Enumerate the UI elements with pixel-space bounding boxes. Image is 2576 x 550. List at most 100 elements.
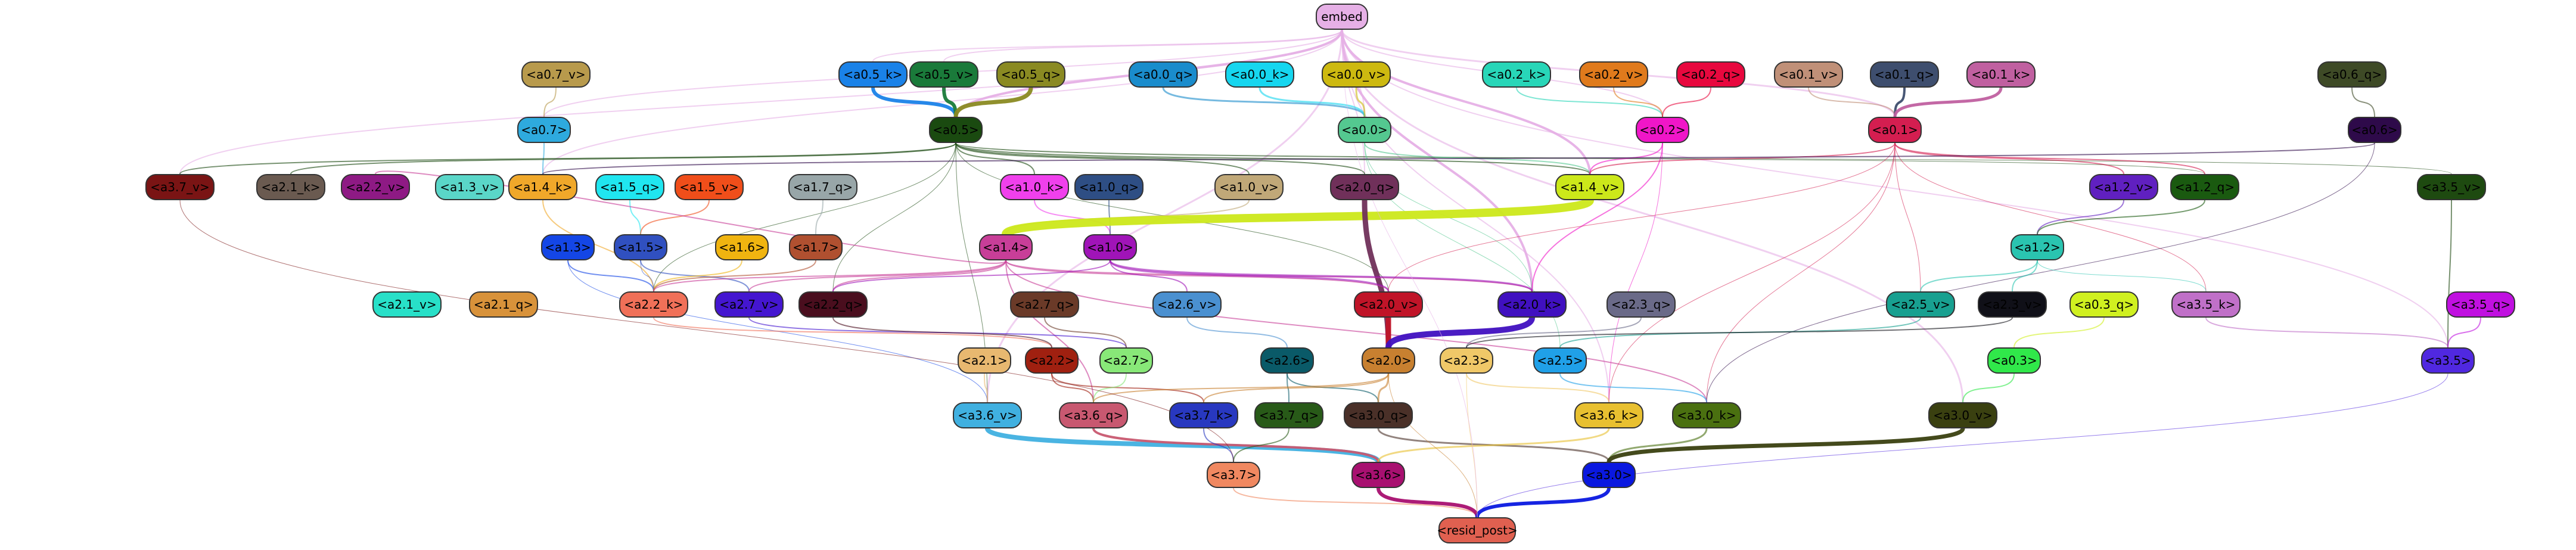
node-a1-2[interactable]: <a1.2> — [2011, 234, 2064, 260]
node-a2-0[interactable]: <a2.0> — [1362, 347, 1415, 374]
node-a1-7-q[interactable]: <a1.7_q> — [788, 174, 857, 200]
node-a2-3-q[interactable]: <a2.3_q> — [1606, 291, 1676, 318]
node-a2-7-q[interactable]: <a2.7_q> — [1010, 291, 1079, 318]
node-a2-1-q[interactable]: <a2.1_q> — [469, 291, 538, 318]
edge-a0_1-to-a3_5_k — [1894, 142, 2207, 292]
edge-a1_0_q-to-a1_0 — [1108, 200, 1111, 235]
node-a0-0-q[interactable]: <a0.0_q> — [1129, 61, 1198, 88]
edge-a1_4-to-a2_2_k — [653, 260, 1006, 292]
node-a3-0[interactable]: <a3.0> — [1582, 462, 1636, 488]
node-a2-7[interactable]: <a2.7> — [1099, 347, 1153, 374]
node-a0-2-v[interactable]: <a0.2_v> — [1579, 61, 1648, 88]
node-a2-0-v[interactable]: <a2.0_v> — [1354, 291, 1423, 318]
node-a3-6-q[interactable]: <a3.6_q> — [1059, 402, 1128, 428]
node-a2-7-v[interactable]: <a2.7_v> — [714, 291, 784, 318]
edge-a1_4-to-a2_2_q — [832, 260, 1006, 292]
node-a3-6[interactable]: <a3.6> — [1351, 462, 1405, 488]
node-a2-6[interactable]: <a2.6> — [1260, 347, 1314, 374]
node-a2-5[interactable]: <a2.5> — [1533, 347, 1587, 374]
node-a0-0-v[interactable]: <a0.0_v> — [1322, 61, 1391, 88]
node-a1-5-q[interactable]: <a1.5_q> — [595, 174, 664, 200]
edge-a2_0-to-a3_7_k — [1203, 373, 1389, 403]
node-a3-6-v[interactable]: <a3.6_v> — [953, 402, 1022, 428]
node-a2-0-k[interactable]: <a2.0_k> — [1497, 291, 1567, 318]
node-a0-2[interactable]: <a0.2> — [1636, 117, 1689, 143]
edge-a1_2-to-a2_3_v — [2012, 260, 2038, 292]
node-a1-0-v[interactable]: <a1.0_v> — [1214, 174, 1284, 200]
edge-a3_0_k-to-a3_0 — [1608, 428, 1708, 462]
node-a2-2-v[interactable]: <a2.2_v> — [341, 174, 410, 200]
edge-a0_5-to-a2_1_k — [290, 142, 956, 175]
node-a1-4[interactable]: <a1.4> — [979, 234, 1033, 260]
node-a2-2-q[interactable]: <a2.2_q> — [798, 291, 868, 318]
node-embed[interactable]: embed — [1316, 4, 1368, 30]
node-a2-2-k[interactable]: <a2.2_k> — [619, 291, 688, 318]
edge-a1_5_v-to-a1_5 — [640, 200, 710, 235]
node-a3-5-v[interactable]: <a3.5_v> — [2417, 174, 2486, 200]
node-a0-6[interactable]: <a0.6> — [2348, 117, 2401, 143]
node-a2-1-k[interactable]: <a2.1_k> — [256, 174, 325, 200]
node-a0-6-q[interactable]: <a0.6_q> — [2317, 61, 2387, 88]
node-a3-0-q[interactable]: <a3.0_q> — [1344, 402, 1413, 428]
node-a0-2-k[interactable]: <a0.2_k> — [1482, 61, 1551, 88]
node-a0-5-k[interactable]: <a0.5_k> — [838, 61, 908, 88]
node-a0-5-q[interactable]: <a0.5_q> — [996, 61, 1065, 88]
edge-a0_5-to-a2_2_q — [832, 142, 956, 292]
node-a1-7[interactable]: <a1.7> — [789, 234, 843, 260]
node-a1-2-v[interactable]: <a1.2_v> — [2089, 174, 2158, 200]
node-a1-4-v[interactable]: <a1.4_v> — [1555, 174, 1624, 200]
node-a3-0-v[interactable]: <a3.0_v> — [1928, 402, 1997, 428]
node-a0-5[interactable]: <a0.5> — [929, 117, 983, 143]
node-a0-3-q[interactable]: <a0.3_q> — [2069, 291, 2139, 318]
edge-a0_1-to-a1_4_v — [1589, 142, 1896, 175]
node-a0-1-v[interactable]: <a0.1_v> — [1774, 61, 1843, 88]
node-a3-6-k[interactable]: <a3.6_k> — [1574, 402, 1643, 428]
node-a3-7-v[interactable]: <a3.7_v> — [145, 174, 215, 200]
node-a0-1-q[interactable]: <a0.1_q> — [1870, 61, 1939, 88]
node-a0-7-v[interactable]: <a0.7_v> — [521, 61, 591, 88]
edge-a0_1-to-a1_2_v — [1894, 142, 2124, 175]
node-a0-0[interactable]: <a0.0> — [1338, 117, 1391, 143]
node-a2-1-v[interactable]: <a2.1_v> — [372, 291, 442, 318]
node-a3-7[interactable]: <a3.7> — [1207, 462, 1260, 488]
node-a2-2[interactable]: <a2.2> — [1025, 347, 1079, 374]
node-a1-6[interactable]: <a1.6> — [715, 234, 769, 260]
node-a0-1[interactable]: <a0.1> — [1868, 117, 1922, 143]
node-resid-post[interactable]: <resid_post> — [1437, 517, 1518, 543]
node-a1-2-q[interactable]: <a1.2_q> — [2170, 174, 2239, 200]
node-a1-5-v[interactable]: <a1.5_v> — [675, 174, 744, 200]
node-a3-5[interactable]: <a3.5> — [2421, 347, 2475, 374]
node-a2-5-v[interactable]: <a2.5_v> — [1886, 291, 1955, 318]
edge-a2_2_k-to-a2_2 — [653, 317, 1052, 348]
node-a1-5[interactable]: <a1.5> — [614, 234, 667, 260]
node-a0-3[interactable]: <a0.3> — [1987, 347, 2041, 374]
node-a3-0-k[interactable]: <a3.0_k> — [1672, 402, 1741, 428]
node-a0-1-k[interactable]: <a0.1_k> — [1966, 61, 2036, 88]
edge-a2_0-to-a3_0_q — [1377, 373, 1390, 403]
node-a2-3[interactable]: <a2.3> — [1440, 347, 1493, 374]
node-a2-6-v[interactable]: <a2.6_v> — [1152, 291, 1222, 318]
node-a1-4-k[interactable]: <a1.4_k> — [508, 174, 577, 200]
edge-a3_5_v-to-a3_5 — [2447, 200, 2452, 348]
node-a3-5-q[interactable]: <a3.5_q> — [2446, 291, 2515, 318]
node-a0-5-v[interactable]: <a0.5_v> — [909, 61, 978, 88]
node-a1-0[interactable]: <a1.0> — [1083, 234, 1137, 260]
node-a3-7-k[interactable]: <a3.7_k> — [1169, 402, 1238, 428]
node-a2-0-q[interactable]: <a2.0_q> — [1330, 174, 1399, 200]
node-a2-1[interactable]: <a2.1> — [958, 347, 1011, 374]
node-a0-0-k[interactable]: <a0.0_k> — [1225, 61, 1294, 88]
node-a3-5-k[interactable]: <a3.5_k> — [2171, 291, 2241, 318]
node-a0-7[interactable]: <a0.7> — [517, 117, 571, 143]
edge-a1_0-to-a2_6_v — [1110, 260, 1188, 292]
node-a1-3[interactable]: <a1.3> — [541, 234, 595, 260]
node-a1-0-k[interactable]: <a1.0_k> — [1000, 174, 1069, 200]
edge-a1_4-to-a3_6_q — [1005, 260, 1094, 403]
node-a3-7-q[interactable]: <a3.7_q> — [1254, 402, 1323, 428]
node-a1-3-v[interactable]: <a1.3_v> — [435, 174, 504, 200]
node-a2-3-v[interactable]: <a2.3_v> — [1978, 291, 2047, 318]
node-a1-0-q[interactable]: <a1.0_q> — [1074, 174, 1143, 200]
node-a0-2-q[interactable]: <a0.2_q> — [1676, 61, 1745, 88]
edge-a1_2-to-a2_5_v — [1920, 260, 2038, 292]
edge-a2_0_k-to-a2_0 — [1385, 316, 1535, 349]
